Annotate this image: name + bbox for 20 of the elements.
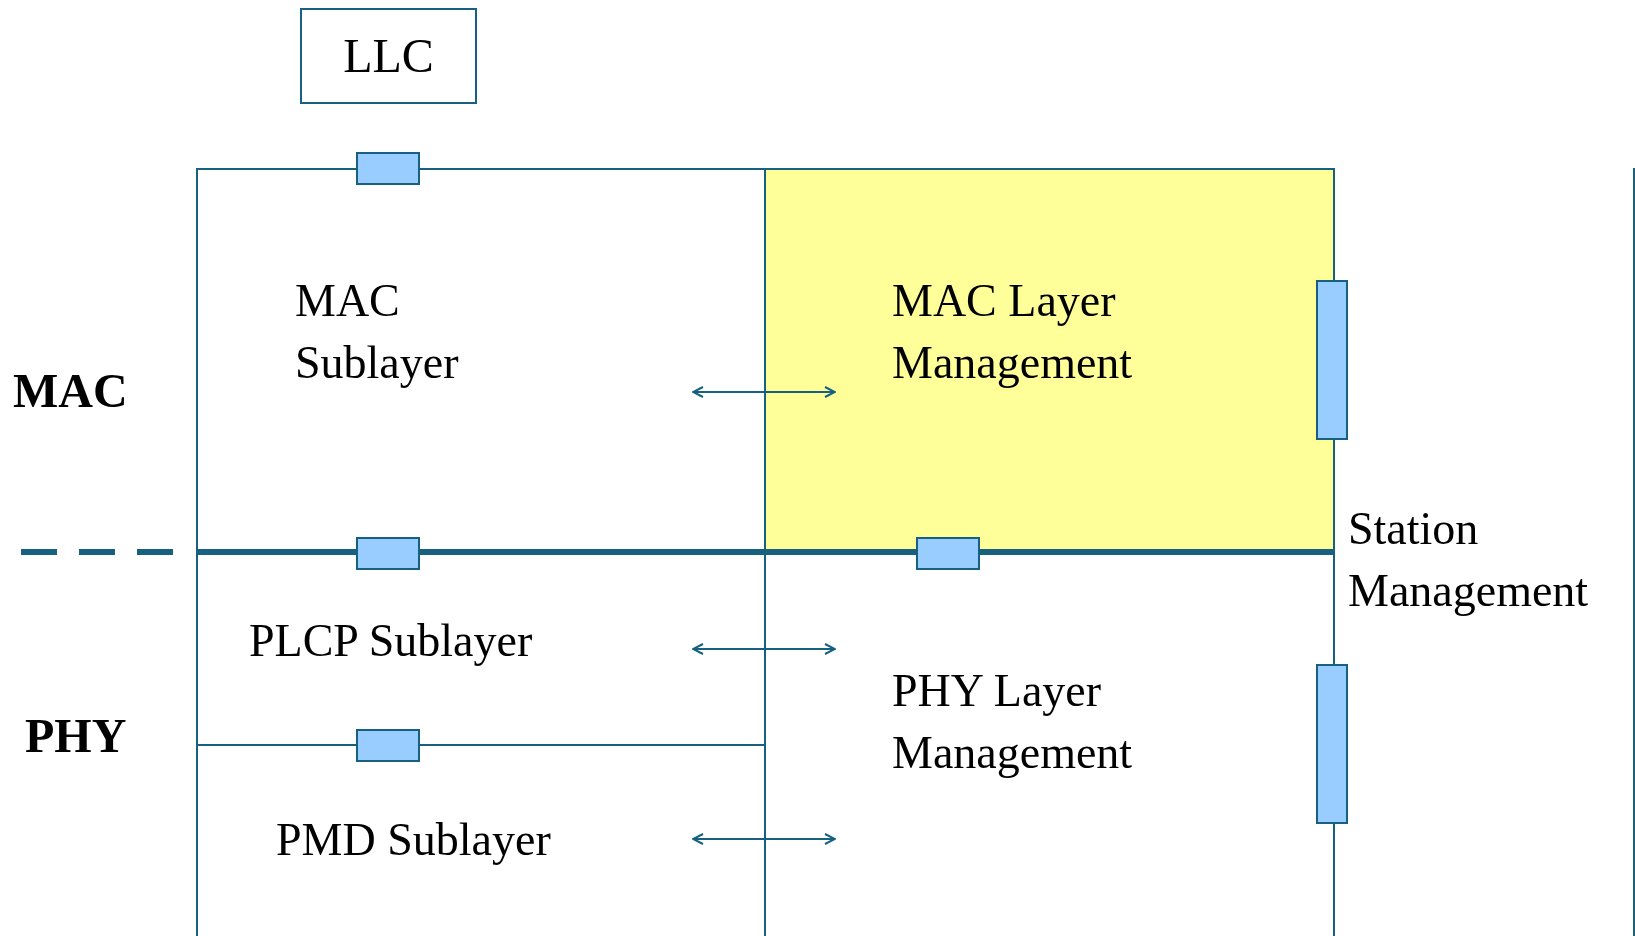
node-label: MAC Layer Management bbox=[892, 274, 1134, 390]
layer-label: MAC bbox=[13, 367, 128, 415]
llc-box bbox=[300, 8, 477, 104]
access-point-box bbox=[916, 537, 980, 570]
access-point-box bbox=[1316, 664, 1348, 824]
access-point-box bbox=[356, 729, 420, 762]
node-label: MAC Sublayer bbox=[295, 274, 460, 390]
node-label: LLC bbox=[343, 32, 434, 80]
access-point-box bbox=[356, 537, 420, 570]
double-arrow bbox=[692, 386, 836, 398]
double-arrow bbox=[692, 643, 836, 655]
node-label: PHY Layer Management bbox=[892, 664, 1134, 780]
node-label: Station Management bbox=[1348, 502, 1590, 618]
node-label: PMD Sublayer bbox=[276, 813, 552, 867]
node-label: PLCP Sublayer bbox=[249, 614, 534, 668]
layer-label: PHY bbox=[25, 712, 127, 760]
management-box bbox=[764, 168, 1335, 555]
double-arrow bbox=[692, 833, 836, 845]
access-point-box bbox=[1316, 280, 1348, 440]
access-point-box bbox=[356, 152, 420, 185]
